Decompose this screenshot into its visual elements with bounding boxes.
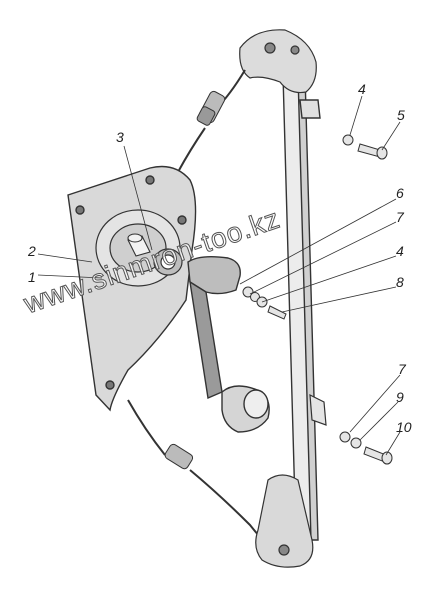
upper-cable-sleeve: [196, 90, 226, 126]
top-bracket: [239, 29, 317, 94]
callout-8: 8: [396, 274, 404, 290]
callout-4-lower: 4: [396, 243, 404, 259]
lower-bracket: [255, 393, 327, 568]
callout-7-lower: 7: [398, 361, 406, 377]
callout-7-upper: 7: [396, 209, 404, 225]
leader-lines: [37, 95, 401, 456]
screw-assembly-bottom: [339, 431, 393, 465]
lower-cable-sleeve: [164, 443, 194, 470]
callout-1: 1: [28, 269, 36, 285]
callout-9: 9: [396, 389, 404, 405]
callout-3: 3: [116, 129, 124, 145]
crank-handle: [187, 255, 270, 433]
callout-4-top: 4: [358, 81, 366, 97]
callout-6: 6: [396, 185, 404, 201]
spline-shaft: [127, 233, 151, 257]
callout-10: 10: [396, 419, 412, 435]
callout-2: 2: [28, 243, 36, 259]
callout-5: 5: [397, 107, 405, 123]
screw-assembly-top: [342, 134, 388, 160]
screw-assembly-handle: [242, 286, 287, 320]
